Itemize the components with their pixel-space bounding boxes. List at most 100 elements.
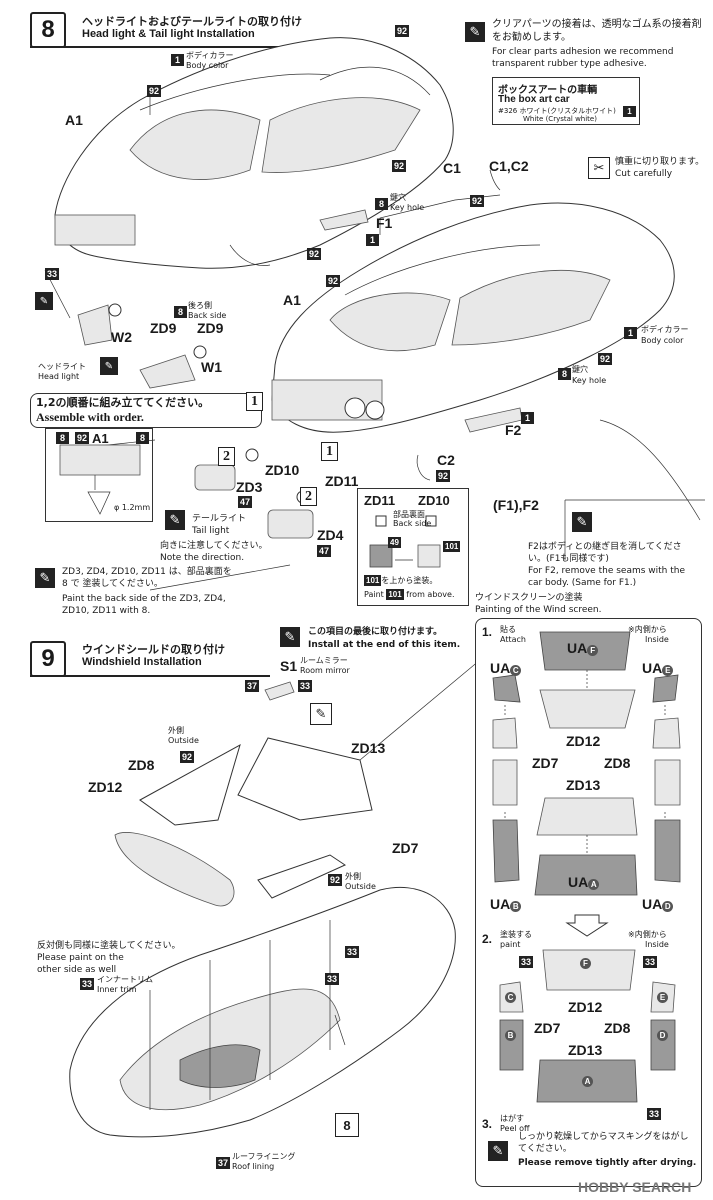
windscreen-panel <box>475 618 702 1187</box>
color-num-92: 92 <box>598 353 613 365</box>
ws-zd7-b: ZD7 <box>534 1020 561 1036</box>
label-zd13: ZD13 <box>351 740 386 756</box>
label-w2: W2 <box>111 329 132 345</box>
letter-f-badge: F <box>587 645 599 656</box>
color-num-8-box: 8 <box>335 1113 359 1137</box>
zd10-label: ZD10 <box>418 493 450 508</box>
windscreen-title-en: Painting of the Wind screen. <box>475 605 602 615</box>
color-num-92: 92 <box>326 275 341 287</box>
ws-zd13-b: ZD13 <box>568 1042 603 1058</box>
letter-b-badge: B <box>510 901 522 912</box>
headlight-jp: ヘッドライト <box>38 362 86 371</box>
room-mirror-en: Room mirror <box>300 666 350 675</box>
ws-zd13: ZD13 <box>566 777 601 793</box>
ua-label: UA <box>642 660 663 676</box>
label-zd9-a: ZD9 <box>150 320 177 336</box>
step-9-title-jp: ウインドシールドの取り付け <box>82 643 225 656</box>
color-num-33: 33 <box>647 1108 662 1120</box>
label-zd8: ZD8 <box>128 757 155 773</box>
inside-note-jp: ※内側から <box>628 625 667 634</box>
letter-f-badge: F <box>580 958 591 969</box>
step-9-title-en: Windshield Installation <box>82 656 202 668</box>
outside-en: Outside <box>168 736 199 745</box>
outside-en: Outside <box>345 882 376 891</box>
color-num-92: 92 <box>395 25 410 37</box>
body-color-jp: ボディカラー <box>186 51 234 60</box>
paint-back-note-jp: ZD3, ZD4, ZD10, ZD11 は、部品裏面を 8 で 塗装してくださ… <box>62 567 232 589</box>
label-f2: F2 <box>505 422 522 438</box>
color-num-1: 1 <box>624 327 637 339</box>
glue-icon: ✎ <box>310 703 332 725</box>
color-num-92: 92 <box>147 85 162 97</box>
label-zd7: ZD7 <box>392 840 419 856</box>
box-above-en-text: from above. <box>406 590 455 599</box>
cut-note-jp: 慎重に切り取ります。 <box>615 157 705 167</box>
letter-c-badge: C <box>505 992 516 1003</box>
ws-step1-en: Attach <box>500 635 526 644</box>
ws-zd7: ZD7 <box>532 755 559 771</box>
step-9-number: 9 <box>30 641 66 677</box>
other-side-note-en: Please paint on the other side as well <box>37 953 124 975</box>
step-8-title-jp: ヘッドライトおよびテールライトの取り付け <box>82 15 302 28</box>
color-num-92: 92 <box>307 248 322 260</box>
ws-step2-jp: 塗装する <box>500 930 532 939</box>
color-num-33: 33 <box>80 978 95 990</box>
color-num-1: 1 <box>171 54 184 66</box>
box-above-jp-text: を上から塗装。 <box>381 576 438 585</box>
box-above-en: Paint 101 from above. <box>364 589 454 600</box>
knife-icon: ✎ <box>572 512 592 532</box>
color-num-8: 8 <box>558 368 571 380</box>
box-art-paint-jp: #326 ホワイト(クリスタルホワイト) <box>498 107 616 115</box>
zd11-label: ZD11 <box>364 493 396 508</box>
color-num-33: 33 <box>325 973 340 985</box>
ws-zd12: ZD12 <box>566 733 601 749</box>
color-num-33: 33 <box>519 956 534 968</box>
step-9-divider <box>30 675 270 677</box>
label-zd4: ZD4 <box>317 527 344 543</box>
body-color-en: Body color <box>641 336 684 345</box>
drill-size: φ 1.2mm <box>114 503 151 512</box>
paint-icon: ✎ <box>35 568 55 588</box>
step-9-drawing <box>69 663 475 1138</box>
ws-step3-num: 3. <box>482 1117 493 1131</box>
outside-jp: 外側 <box>345 872 361 881</box>
color-num-101: 101 <box>443 541 461 552</box>
ws-zd8: ZD8 <box>604 755 631 771</box>
dry-note-jp: しっかり乾燥してからマスキングをはがしてください。 <box>518 1132 689 1154</box>
install-last-jp: この項目の最後に取り付けます。 <box>308 627 443 637</box>
step-8-number: 8 <box>30 12 66 48</box>
taillight-jp: テールライト <box>192 514 247 524</box>
label-w1: W1 <box>201 359 222 375</box>
ua-label: UA <box>490 896 511 912</box>
color-num-92: 92 <box>392 160 407 172</box>
paint-back-note-en: Paint the back side of the ZD3, ZD4, ZD1… <box>62 594 226 616</box>
letter-a-badge: A <box>582 1076 593 1087</box>
windscreen-title-jp: ウインドスクリーンの塗装 <box>475 593 583 603</box>
color-num-92: 92 <box>470 195 485 207</box>
color-num-8: 8 <box>136 432 149 444</box>
ws-zd12-b: ZD12 <box>568 999 603 1015</box>
label-c1: C1 <box>443 160 461 176</box>
box-art-panel: ボックスアートの車輌 The box art car #326 ホワイト(クリス… <box>492 77 640 125</box>
color-num-49: 49 <box>388 537 401 548</box>
paint-icon: ✎ <box>488 1141 508 1161</box>
cut-note-en: Cut carefully <box>615 169 673 179</box>
color-num-33: 33 <box>45 268 60 280</box>
glue-icon: ✎ <box>465 22 485 42</box>
ws-step2-en: paint <box>500 940 521 949</box>
color-num-33: 33 <box>643 956 658 968</box>
clear-parts-note-jp: クリアパーツの接着は、透明なゴム系の接着剤をお勧めします。 <box>492 19 702 43</box>
ws-step2-num: 2. <box>482 932 493 946</box>
order-number-2: 2 <box>300 487 317 506</box>
letter-a-badge: A <box>588 879 600 890</box>
ua-label: UA <box>490 660 511 676</box>
body-color-jp: ボディカラー <box>641 325 689 334</box>
outside-jp: 外側 <box>168 726 184 735</box>
order-note-en: Assemble with order. <box>36 410 144 424</box>
order-number-1: 1 <box>321 442 338 461</box>
room-mirror-jp: ルームミラー <box>300 656 348 665</box>
color-num-92: 92 <box>180 751 195 763</box>
